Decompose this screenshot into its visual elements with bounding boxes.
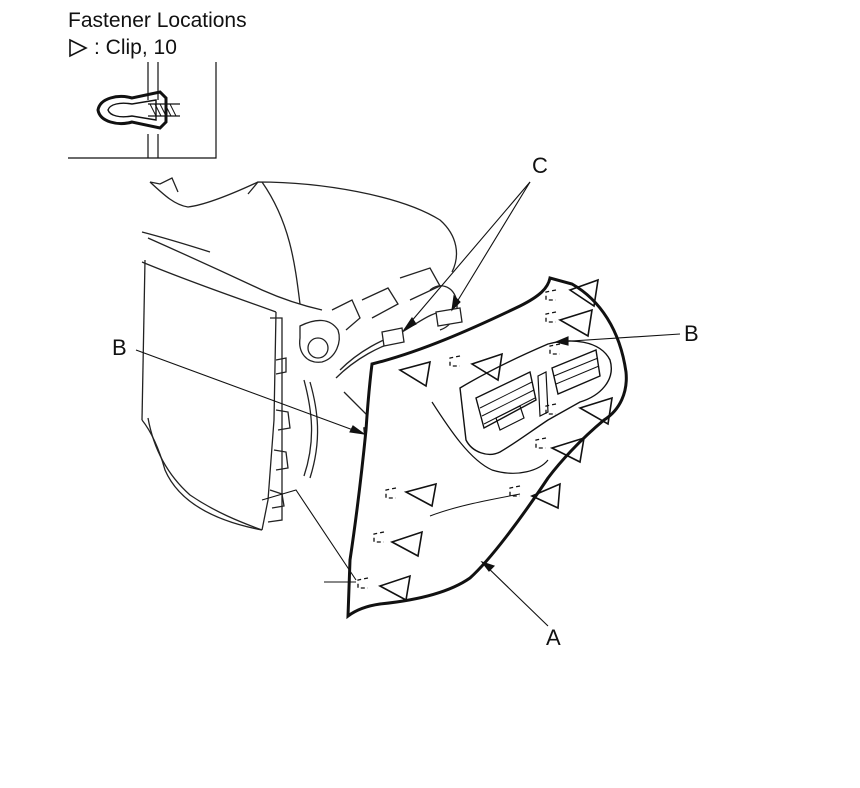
rear-console-panel — [346, 276, 628, 620]
callout-a: A — [546, 625, 561, 650]
leader-lines — [135, 181, 681, 627]
callout-b-left: B — [112, 335, 127, 360]
callout-b-right: B — [684, 321, 699, 346]
fastener-legend: : Clip, 10 — [68, 35, 177, 61]
legend-text: : Clip, 10 — [94, 36, 177, 59]
clip-triangle-icon — [69, 38, 88, 58]
clip-detail-inset — [68, 62, 217, 159]
clip-markers — [357, 278, 613, 602]
diagram-title: Fastener Locations — [68, 9, 247, 32]
callout-c: C — [532, 153, 548, 178]
